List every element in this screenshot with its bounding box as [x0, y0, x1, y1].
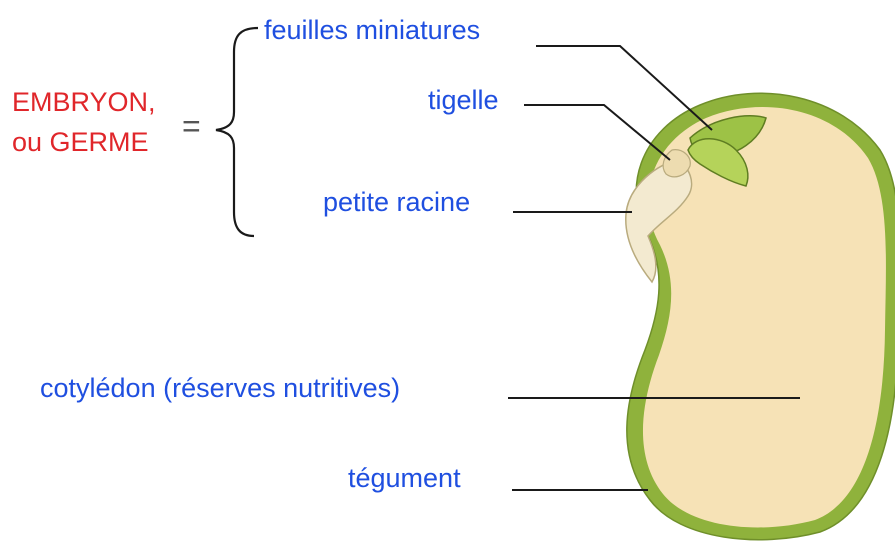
- embryo-label-line2: ou GERME: [12, 126, 149, 158]
- label-tigelle: tigelle: [428, 84, 499, 116]
- tigelle-shape: [663, 150, 690, 177]
- label-feuilles-miniatures: feuilles miniatures: [264, 14, 480, 46]
- embryo-brace: [216, 28, 258, 236]
- embryo-label-line1: EMBRYON,: [12, 86, 156, 118]
- label-cotyledon: cotylédon (réserves nutritives): [40, 372, 400, 404]
- label-tegument: tégument: [348, 462, 461, 494]
- equals-sign: =: [182, 110, 201, 142]
- label-petite-racine: petite racine: [323, 186, 470, 218]
